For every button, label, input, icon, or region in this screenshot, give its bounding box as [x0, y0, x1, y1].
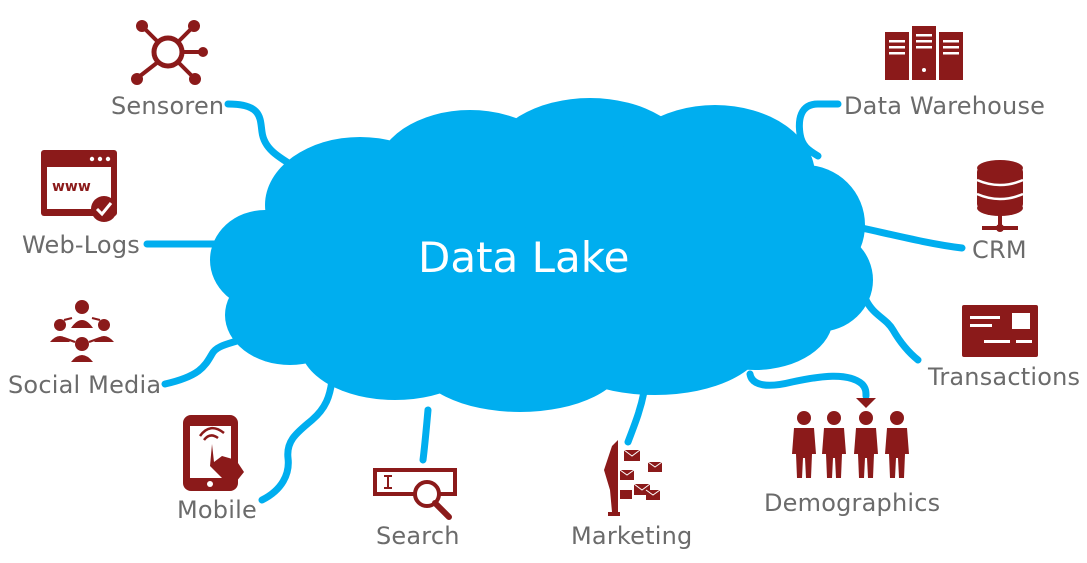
center-title: Data Lake	[418, 233, 630, 282]
person-2	[822, 411, 846, 478]
marketing-mail-icon	[604, 440, 663, 516]
connector-data-warehouse	[795, 100, 842, 160]
label-search: Search	[376, 522, 460, 550]
search-bar-icon	[373, 468, 457, 520]
label-crm: CRM	[972, 236, 1027, 264]
social-network-icon	[50, 300, 114, 362]
connector-social-media	[161, 336, 244, 388]
person-4	[885, 411, 909, 478]
connector-marketing	[624, 388, 648, 446]
svg-text:www: www	[52, 179, 91, 195]
database-icon	[976, 160, 1024, 232]
connector-demographics	[746, 370, 870, 400]
person-3	[854, 411, 878, 478]
label-data-warehouse: Data Warehouse	[844, 92, 1046, 120]
connector-transactions	[862, 296, 922, 364]
transaction-card-icon	[962, 305, 1038, 357]
connector-lines	[143, 100, 966, 504]
label-mobile: Mobile	[177, 496, 257, 524]
label-demographics: Demographics	[764, 489, 941, 517]
person-1	[792, 411, 816, 478]
connector-crm	[858, 224, 966, 252]
label-transactions: Transactions	[928, 363, 1081, 391]
connector-mobile	[258, 376, 336, 504]
label-web-logs: Web-Logs	[22, 231, 140, 259]
browser-www-icon: www	[41, 150, 117, 222]
connector-search	[419, 406, 432, 464]
label-marketing: Marketing	[571, 522, 693, 550]
sensor-network-icon	[131, 20, 208, 85]
connector-sensoren	[224, 100, 304, 174]
tablet-touch-icon	[183, 415, 244, 491]
data-lake-cloud	[210, 98, 873, 412]
people-group-icon	[792, 398, 909, 478]
server-rack-icon	[885, 26, 963, 80]
label-social-media: Social Media	[8, 371, 162, 399]
label-sensoren: Sensoren	[111, 92, 225, 120]
